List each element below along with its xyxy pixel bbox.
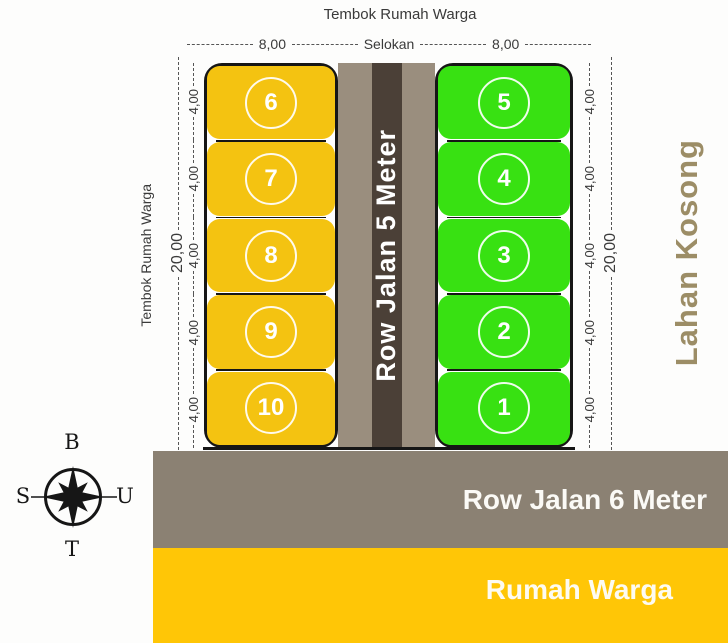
plot-depth-dimension: 4,00 xyxy=(581,294,597,371)
depth-label: 4,00 xyxy=(185,242,201,269)
bottom-road-band: Row Jalan 6 Meter xyxy=(153,451,728,548)
left-width-dimension: 8,00 xyxy=(258,36,286,52)
plot-3: 3 xyxy=(438,218,570,295)
dash-line xyxy=(610,276,612,451)
plot-7: 7 xyxy=(207,142,335,219)
dash-line xyxy=(192,348,194,371)
dash-line xyxy=(588,371,590,394)
plot-1: 1 xyxy=(438,371,570,446)
plot-number-badge: 10 xyxy=(245,382,297,435)
plot-depth-dimension: 4,00 xyxy=(581,140,597,217)
bottom-road-label: Row Jalan 6 Meter xyxy=(462,483,707,515)
road-label-wrap: Row Jalan 5 Meter xyxy=(338,63,435,448)
plot-depth-dimension: 4,00 xyxy=(185,371,201,448)
dash-line xyxy=(588,217,590,240)
dash-line xyxy=(192,217,194,240)
plot-number-badge: 1 xyxy=(478,382,530,435)
plot-8: 8 xyxy=(207,218,335,295)
compass-east-letter: U xyxy=(116,484,134,508)
plot-number-badge: 6 xyxy=(245,76,297,129)
dash-line xyxy=(192,294,194,317)
compass-west-letter: S xyxy=(15,484,31,508)
depth-label: 4,00 xyxy=(185,319,201,346)
empty-land-label: Lahan Kosong xyxy=(669,139,704,367)
dash-line xyxy=(420,43,487,45)
dash-line xyxy=(588,294,590,317)
plot-9: 9 xyxy=(207,295,335,372)
center-road: Row Jalan 5 Meter xyxy=(338,63,435,448)
plot-number-badge: 8 xyxy=(245,229,297,282)
left-wall-label: Tembok Rumah Warga xyxy=(138,183,154,327)
road-center-stripe xyxy=(371,63,402,448)
plot-depth-dimension: 4,00 xyxy=(581,371,597,448)
total-depth-label: 20,00 xyxy=(602,233,619,274)
houses-band-label: Rumah Warga xyxy=(485,573,673,605)
dash-line xyxy=(192,271,194,294)
dash-line xyxy=(588,140,590,163)
depth-label: 4,00 xyxy=(185,88,201,115)
plot-depth-dimension: 4,00 xyxy=(185,294,201,371)
plot-4: 4 xyxy=(438,142,570,219)
dash-line xyxy=(588,271,590,294)
plot-10: 10 xyxy=(207,371,335,446)
center-road-label: Row Jalan 5 Meter xyxy=(371,129,401,382)
plot-depth-dimension: 4,00 xyxy=(185,140,201,217)
top-wall-label: Tembok Rumah Warga xyxy=(323,6,477,23)
compass-north-letter: B xyxy=(64,430,80,454)
dash-line xyxy=(187,43,253,45)
depth-label: 4,00 xyxy=(581,242,597,269)
dash-line xyxy=(588,194,590,217)
depth-label: 4,00 xyxy=(581,165,597,192)
top-dimension-row: 8,00 Selokan 8,00 xyxy=(181,35,597,53)
right-plot-depth-dimensions: 4,00 4,00 4,00 4,00 4,00 xyxy=(581,63,597,448)
dash-line xyxy=(192,117,194,140)
plot-number-badge: 5 xyxy=(478,76,530,129)
depth-label: 4,00 xyxy=(185,396,201,423)
depth-label: 4,00 xyxy=(185,165,201,192)
plot-column-right: 5 4 3 2 1 xyxy=(435,63,573,448)
houses-band: Rumah Warga xyxy=(153,548,728,643)
compass-rose-icon xyxy=(31,466,117,528)
plot-number-badge: 4 xyxy=(478,153,530,206)
left-total-depth-dimension: 20,00 xyxy=(169,57,187,451)
plot-column-left: 6 7 8 9 10 xyxy=(204,63,338,448)
compass-south-letter: T xyxy=(64,537,79,561)
dash-line xyxy=(610,57,612,231)
dash-line xyxy=(588,63,590,86)
depth-label: 4,00 xyxy=(581,88,597,115)
depth-label: 4,00 xyxy=(581,319,597,346)
depth-label: 4,00 xyxy=(581,396,597,423)
plot-number-badge: 2 xyxy=(478,305,530,358)
right-total-depth-dimension: 20,00 xyxy=(602,57,620,451)
dash-line xyxy=(177,276,179,451)
left-plot-depth-dimensions: 4,00 4,00 4,00 4,00 4,00 xyxy=(185,63,201,448)
block-bottom-border xyxy=(203,447,575,450)
right-width-dimension: 8,00 xyxy=(492,36,520,52)
plot-6: 6 xyxy=(207,66,335,143)
dash-line xyxy=(192,425,194,448)
gutter-label: Selokan xyxy=(363,36,415,52)
dash-line xyxy=(192,140,194,163)
plot-depth-dimension: 4,00 xyxy=(581,63,597,140)
dash-line xyxy=(291,43,358,45)
dash-line xyxy=(177,57,179,231)
dash-line xyxy=(588,425,590,448)
plot-depth-dimension: 4,00 xyxy=(185,217,201,294)
plot-5: 5 xyxy=(438,66,570,143)
plot-number-badge: 3 xyxy=(478,229,530,282)
dash-line xyxy=(192,371,194,394)
dash-line xyxy=(192,63,194,86)
plot-2: 2 xyxy=(438,295,570,372)
plot-depth-dimension: 4,00 xyxy=(185,63,201,140)
plot-depth-dimension: 4,00 xyxy=(581,217,597,294)
dash-line xyxy=(525,43,592,45)
dash-line xyxy=(588,348,590,371)
dash-line xyxy=(588,117,590,140)
plot-number-badge: 7 xyxy=(245,153,297,206)
plot-number-badge: 9 xyxy=(245,305,297,358)
dash-line xyxy=(192,194,194,217)
